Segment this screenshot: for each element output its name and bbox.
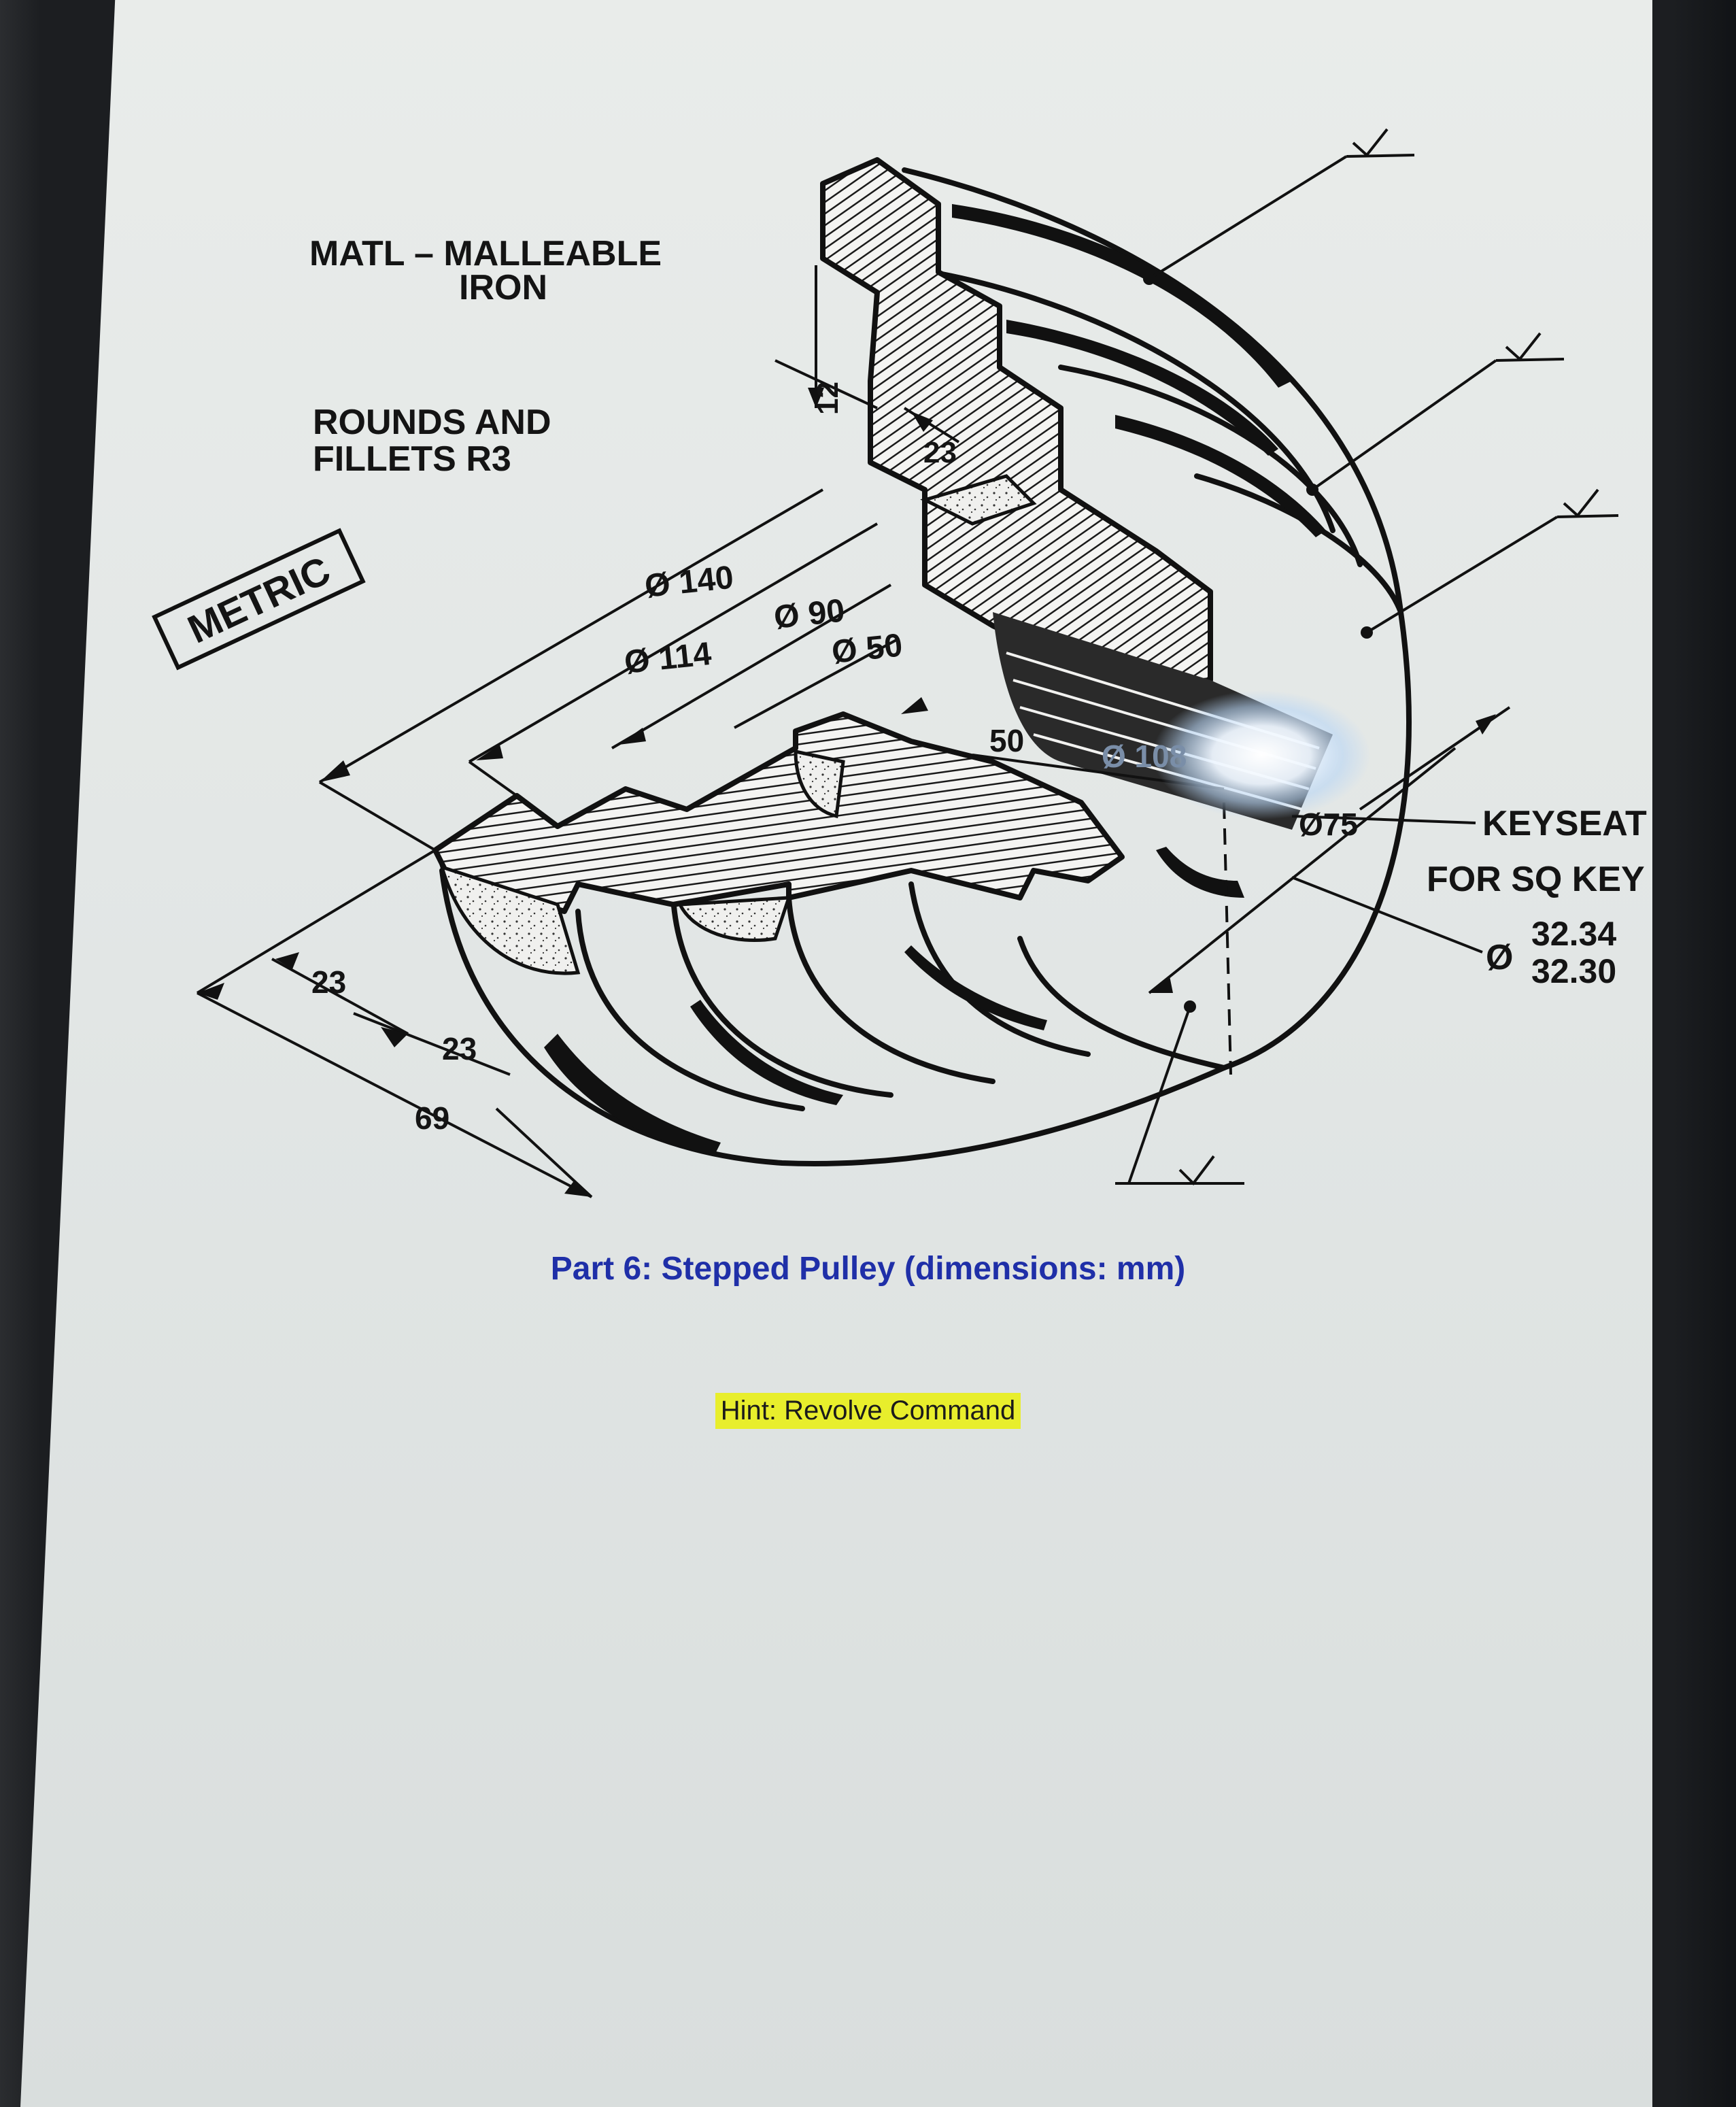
screen-glare xyxy=(1153,690,1370,820)
upper-section xyxy=(820,157,1213,690)
step-arc-3 xyxy=(1194,473,1403,615)
hint-text: Hint: Revolve Command xyxy=(715,1393,1021,1429)
dim-50: 50 xyxy=(989,723,1024,758)
rounds-note-line1: ROUNDS AND xyxy=(313,403,551,442)
material-note-line1: MATL – MALLEABLE xyxy=(309,234,662,273)
front-arc-4 xyxy=(786,895,995,1084)
dim-dia-140: Ø 140 xyxy=(643,560,736,605)
hint-row: Hint: Revolve Command xyxy=(0,1393,1736,1429)
paper-sheet xyxy=(20,0,1652,2107)
material-note-line2: IRON xyxy=(459,268,547,307)
finish-symbol-leaders xyxy=(1115,128,1619,1186)
dim-23-left: 23 xyxy=(311,964,346,1000)
dim-dia-108: Ø 108 xyxy=(1102,739,1187,774)
lower-section xyxy=(432,711,1125,914)
keyseat-upper-limit: 32.34 xyxy=(1531,915,1616,953)
rounds-note-line2: FILLETS R3 xyxy=(313,439,511,479)
dim-23-mid: 23 xyxy=(442,1031,477,1066)
arrowheads xyxy=(197,388,1496,1197)
dim-12: 12 xyxy=(811,382,845,415)
dim-69: 69 xyxy=(415,1100,449,1136)
lower-section-stipple-right xyxy=(677,896,792,943)
keyseat-lower-limit: 32.30 xyxy=(1531,952,1616,990)
metric-stamp: METRIC xyxy=(152,528,366,671)
front-arc-1 xyxy=(439,868,1227,1166)
step-arc-1 xyxy=(929,269,1335,533)
keyseat-line1: KEYSEAT xyxy=(1482,804,1647,843)
dim-dia-114: Ø 114 xyxy=(623,636,713,681)
front-arc-3 xyxy=(670,895,893,1098)
front-arc-2 xyxy=(575,909,805,1111)
leader-dots xyxy=(1143,273,1373,1013)
dim-dia-50: Ø 50 xyxy=(830,627,904,671)
upper-section-stipple xyxy=(920,474,1037,526)
front-arc-6 xyxy=(1017,936,1227,1071)
outer-face-arc xyxy=(902,167,1412,1071)
metric-stamp-text: METRIC xyxy=(182,548,337,652)
dim-dia-75: Ø75 xyxy=(1299,807,1358,842)
keyseat-line2: FOR SQ KEY xyxy=(1427,860,1645,899)
dim-23-top: 23 xyxy=(923,436,957,469)
shading-bands xyxy=(544,204,1326,1156)
dim-dia-90: Ø 90 xyxy=(772,592,847,636)
lower-section-stipple-mid xyxy=(794,749,845,819)
figure-caption: Part 6: Stepped Pulley (dimensions: mm) xyxy=(550,1251,1186,1287)
lower-section-stipple-left xyxy=(439,864,581,975)
keyseat-dia-symbol: Ø xyxy=(1486,938,1513,977)
